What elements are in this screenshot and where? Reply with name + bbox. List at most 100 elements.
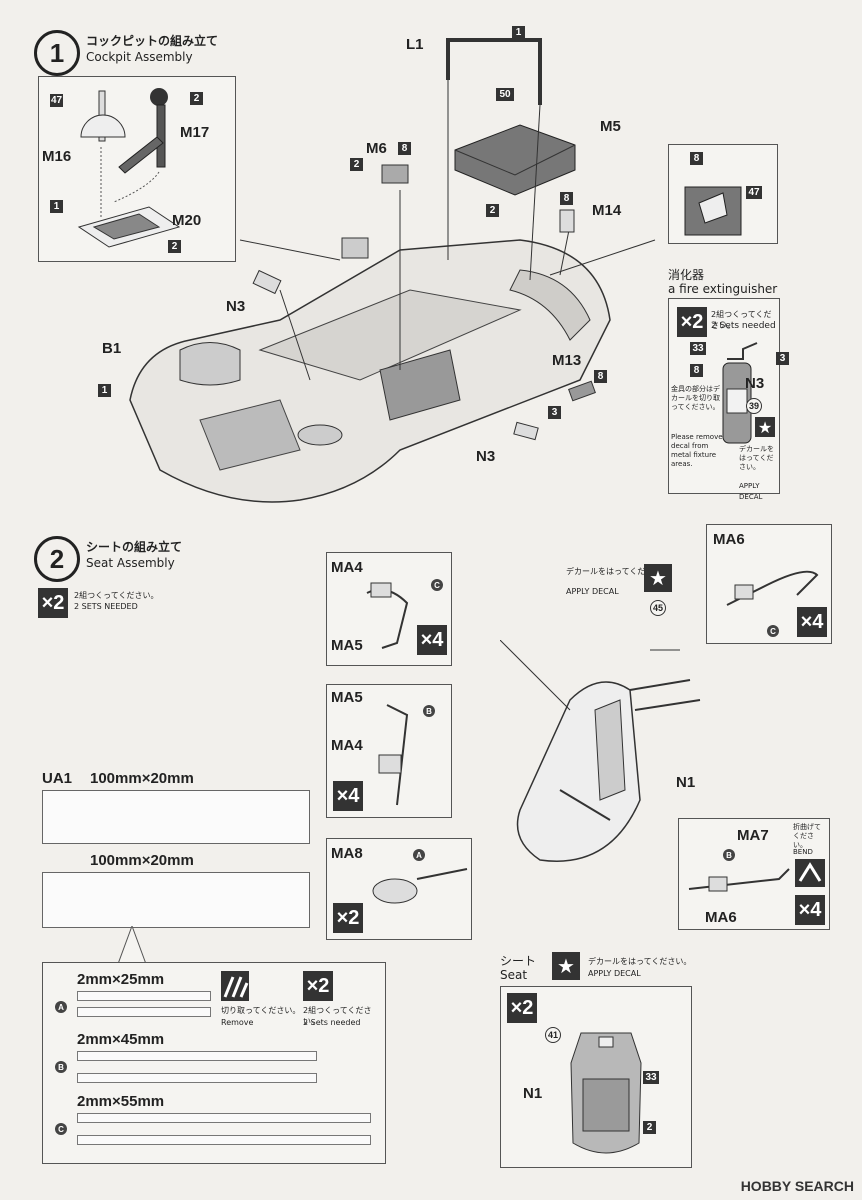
strap-sets-en: 2 Sets needed: [303, 1018, 361, 1027]
badge-2: 2: [190, 92, 203, 105]
ua1-size-1: 100mm×20mm: [90, 770, 194, 787]
decal-note-en: APPLY DECAL: [739, 482, 763, 501]
decal-num-39: 39: [746, 398, 762, 414]
strap-mark-a: A: [55, 1001, 67, 1013]
seat-part-n1: N1: [523, 1085, 543, 1102]
badge-33: 33: [643, 1071, 659, 1084]
part-label-ma4: MA4: [331, 559, 363, 576]
strap-mark-b: B: [423, 705, 435, 717]
step-1-title-jp: コックピットの組み立て: [86, 34, 219, 48]
badge-47: 47: [746, 186, 762, 199]
strap-sets-jp: 2組つくってください。: [303, 1006, 372, 1026]
sets-note-jp: 2組つくってください。: [711, 310, 772, 330]
bracket-detail-box: [668, 144, 778, 244]
belt-drawing: [366, 582, 409, 649]
belt-drawing: [378, 704, 409, 806]
decal-star-icon: ★: [552, 952, 580, 980]
part-label-ma8: MA8: [331, 845, 363, 862]
multiplier-badge: ×4: [795, 895, 825, 925]
belt-box-ma4-ma5: MA4 MA5 C ×4: [326, 552, 452, 666]
strap-c-1: [77, 1113, 371, 1123]
part-label-ma5: MA5: [331, 637, 363, 654]
multiplier-badge: ×4: [417, 625, 447, 655]
strap-size-c: 2mm×55mm: [77, 1093, 165, 1110]
decal-star-icon: ★: [644, 564, 672, 592]
strap-mark-c: C: [767, 625, 779, 637]
step-2-title-jp: シートの組み立て: [86, 540, 183, 554]
seat-title-jp: シート: [500, 954, 537, 968]
badge-50: 50: [496, 88, 514, 101]
belt-box-ma5-ma4: MA5 MA4 B ×4: [326, 684, 452, 818]
part-label-m16: M16: [42, 148, 72, 165]
bend-note-jp: 折曲げてください。: [793, 823, 821, 849]
part-label-l1: L1: [406, 36, 424, 53]
ua1-sheet-1: [42, 790, 310, 844]
belt-drawing: [688, 868, 790, 892]
seat-decal-en: APPLY DECAL: [588, 969, 641, 978]
strap-mark-b: B: [55, 1061, 67, 1073]
part-label-m5: M5: [600, 118, 621, 135]
seat-drawing: [500, 640, 701, 862]
strap-mark-c: C: [431, 579, 443, 591]
multiplier-badge: ×4: [797, 607, 827, 637]
badge-8: 8: [398, 142, 411, 155]
decal-num-41: 41: [545, 1027, 561, 1043]
part-label-m17: M17: [180, 124, 210, 141]
part-label-ma6: MA6: [705, 909, 737, 926]
badge-3: 3: [776, 352, 789, 365]
part-label-n3: N3: [476, 448, 496, 465]
remove-note-jp: 切り取ってください。: [221, 1006, 301, 1015]
seat-decal-jp: デカールをはってください。: [588, 957, 692, 966]
multiplier-badge: ×2: [38, 588, 68, 618]
strap-mark-a: A: [413, 849, 425, 861]
badge-1: 1: [98, 384, 111, 397]
part-label-ma4: MA4: [331, 737, 363, 754]
badge-2: 2: [643, 1121, 656, 1134]
strap-size-a: 2mm×25mm: [77, 971, 165, 988]
strap-size-b: 2mm×45mm: [77, 1031, 165, 1048]
extinguisher-box: ×2 2組つくってください。 2 Sets needed N3 金具の部分はデカ…: [668, 298, 780, 501]
belt-box-ma6: MA6 C ×4: [706, 524, 832, 644]
extinguisher-title-jp: 消化器: [668, 268, 705, 282]
callout-pointer: [118, 926, 147, 964]
part-label-ma5: MA5: [331, 689, 363, 706]
badge-47: 47: [50, 94, 63, 107]
sets-note-jp: 2組つくってください。: [74, 591, 159, 600]
strap-b-1: [77, 1051, 317, 1061]
multiplier-badge: ×2: [507, 993, 537, 1023]
bracket-drawing: [684, 186, 742, 236]
seat-top-view: [570, 1032, 642, 1154]
belt-box-ma8: MA8 A ×2: [326, 838, 472, 940]
seat-title-en: Seat: [500, 968, 528, 982]
metal-note-en: Please remove decal from metal fixture a…: [671, 433, 723, 468]
part-label-b1: B1: [102, 340, 122, 357]
ua1-size-2: 100mm×20mm: [90, 852, 194, 869]
decal-note-jp: デカールをはってください。: [566, 567, 670, 576]
cockpit-inset-box: [38, 76, 236, 262]
badge-2: 2: [486, 204, 499, 217]
multiplier-badge: ×2: [303, 971, 333, 1001]
badge-1: 1: [50, 200, 63, 213]
multiplier-badge: ×4: [333, 781, 363, 811]
ua1-label: UA1: [42, 770, 73, 787]
strap-b-2: [77, 1073, 317, 1083]
part-label-ma7: MA7: [737, 827, 769, 844]
part-label-m14: M14: [592, 202, 622, 219]
strap-mark-c: C: [55, 1123, 67, 1135]
remove-note-en: Remove: [221, 1018, 254, 1027]
strap-mark-b: B: [723, 849, 735, 861]
chassis-drawing: [129, 38, 656, 503]
inset-drawing: [77, 88, 181, 248]
step-2-number: 2: [34, 536, 80, 582]
badge-2: 2: [168, 240, 181, 253]
decal-note-en: APPLY DECAL: [566, 587, 619, 596]
part-label-m6: M6: [366, 140, 387, 157]
badge-2: 2: [350, 158, 363, 171]
sets-note-en: 2 SETS NEEDED: [74, 602, 138, 611]
ua1-sheet-2: [42, 872, 310, 928]
sets-note-en: 2 Sets needed: [711, 321, 776, 331]
step-1-number: 1: [34, 30, 80, 76]
belt-drawing: [726, 570, 819, 606]
part-label-n3: N3: [226, 298, 246, 315]
strap-c-2: [77, 1135, 371, 1145]
